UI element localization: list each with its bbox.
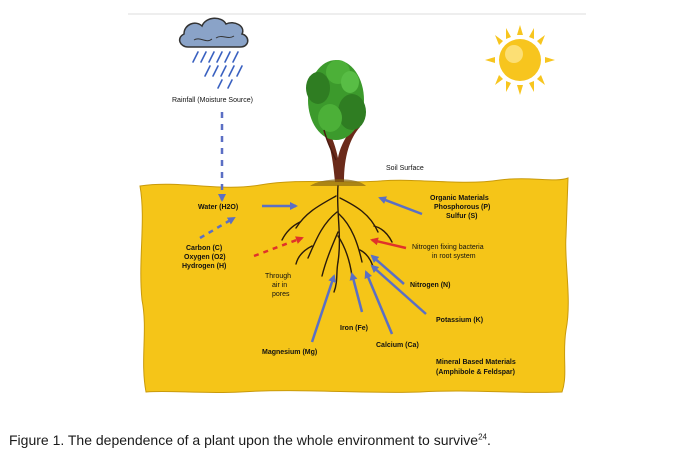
- carbon-arrow: [199, 216, 236, 240]
- nitrogen-arrow: [370, 254, 405, 285]
- air-pores-arrow: [253, 236, 304, 258]
- nitrogen-label: Nitrogen (N): [410, 282, 450, 289]
- carbon-label: Carbon (C): [186, 245, 222, 252]
- nitrogen-fixing-label: Nitrogen fixing bacteria: [412, 244, 484, 251]
- mineral-materials-label: Mineral Based Materials: [436, 359, 516, 366]
- magnesium-label: Magnesium (Mg): [262, 349, 317, 356]
- caption-text: Figure 1. The dependence of a plant upon…: [9, 432, 479, 448]
- nitrogen-fixing-arrow: [370, 237, 407, 250]
- sun-icon: [485, 25, 555, 95]
- soil-mound: [310, 179, 366, 186]
- caption-period: .: [486, 432, 491, 448]
- potassium-arrow: [370, 264, 427, 315]
- calcium-arrow: [364, 270, 394, 335]
- magnesium-arrow: [310, 274, 336, 343]
- hydrogen-label: Hydrogen (H): [182, 263, 226, 270]
- rainfall-label: Rainfall (Moisture Source): [172, 97, 253, 104]
- figure-caption: Figure 1. The dependence of a plant upon…: [9, 432, 689, 448]
- water-label: Water (H2O): [198, 204, 238, 211]
- soil-surface-label: Soil Surface: [386, 165, 424, 172]
- phosphorous-label: Phosphorous (P): [434, 204, 490, 211]
- through-label: Through: [265, 273, 291, 280]
- air-in-label: air in: [272, 282, 287, 289]
- amphibole-label: (Amphibole & Feldspar): [436, 369, 515, 376]
- sulfur-label: Sulfur (S): [446, 213, 478, 220]
- iron-arrow: [349, 272, 364, 313]
- organic-arrow: [378, 196, 423, 216]
- iron-label: Iron (Fe): [340, 325, 368, 332]
- calcium-label: Calcium (Ca): [376, 342, 419, 349]
- rain-cloud-icon: [178, 17, 249, 89]
- oxygen-label: Oxygen (O2): [184, 254, 226, 261]
- pores-label: pores: [272, 291, 290, 298]
- potassium-label: Potassium (K): [436, 317, 483, 324]
- caption-reference: 24: [478, 432, 487, 442]
- tree-icon: [306, 60, 366, 182]
- organic-materials-label: Organic Materials: [430, 195, 489, 202]
- root-system-label: in root system: [432, 253, 476, 260]
- root-system: [281, 185, 393, 293]
